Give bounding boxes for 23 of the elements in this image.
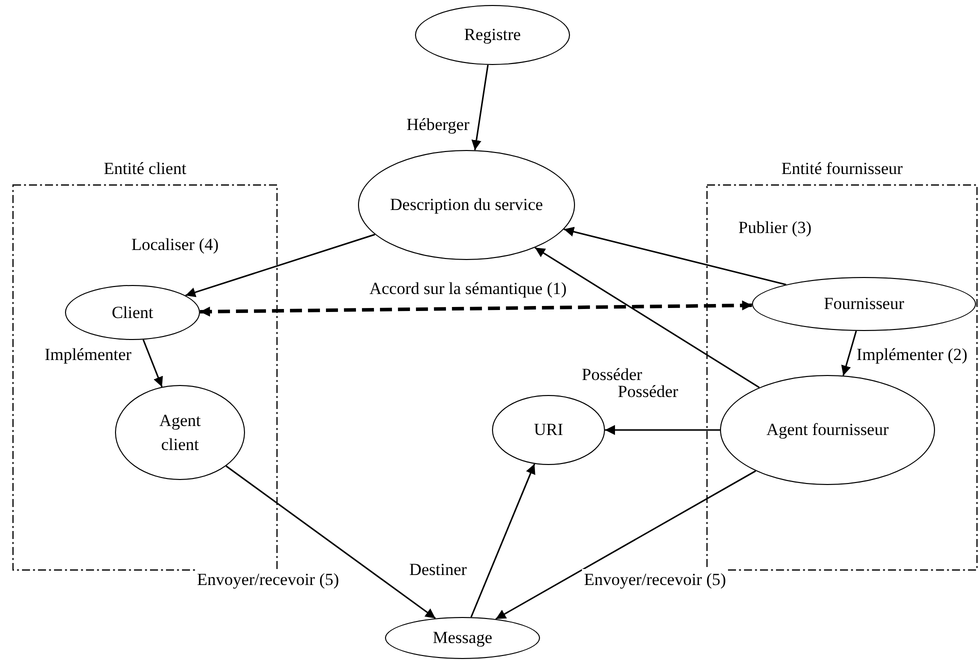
ellipse-node: Client	[65, 285, 200, 340]
ellipse-node: Description du service	[358, 150, 575, 260]
ellipse-node: Agent fournisseur	[720, 375, 935, 485]
group-heading: Entité fournisseur	[780, 158, 904, 180]
group-heading: Entité client	[102, 158, 188, 180]
arrow	[564, 226, 786, 286]
edge-label: Envoyer/recevoir (5)	[194, 569, 342, 591]
arrow	[471, 64, 489, 150]
arrow	[841, 330, 857, 376]
arrow	[226, 465, 436, 619]
dashed-arrow	[200, 300, 752, 317]
arrow	[185, 234, 376, 298]
edge-label: Envoyer/recevoir (5)	[582, 569, 728, 591]
arrow	[470, 464, 536, 618]
arrow	[142, 339, 163, 388]
arrow	[495, 470, 756, 620]
ellipse-node: Message	[385, 617, 540, 659]
arrow	[605, 425, 720, 435]
ellipse-node: Agent client	[115, 385, 245, 480]
ellipse-node: URI	[492, 395, 605, 465]
ellipse-node: Fournisseur	[752, 277, 976, 331]
arrow	[534, 247, 760, 388]
ellipse-node: Registre	[415, 5, 570, 65]
